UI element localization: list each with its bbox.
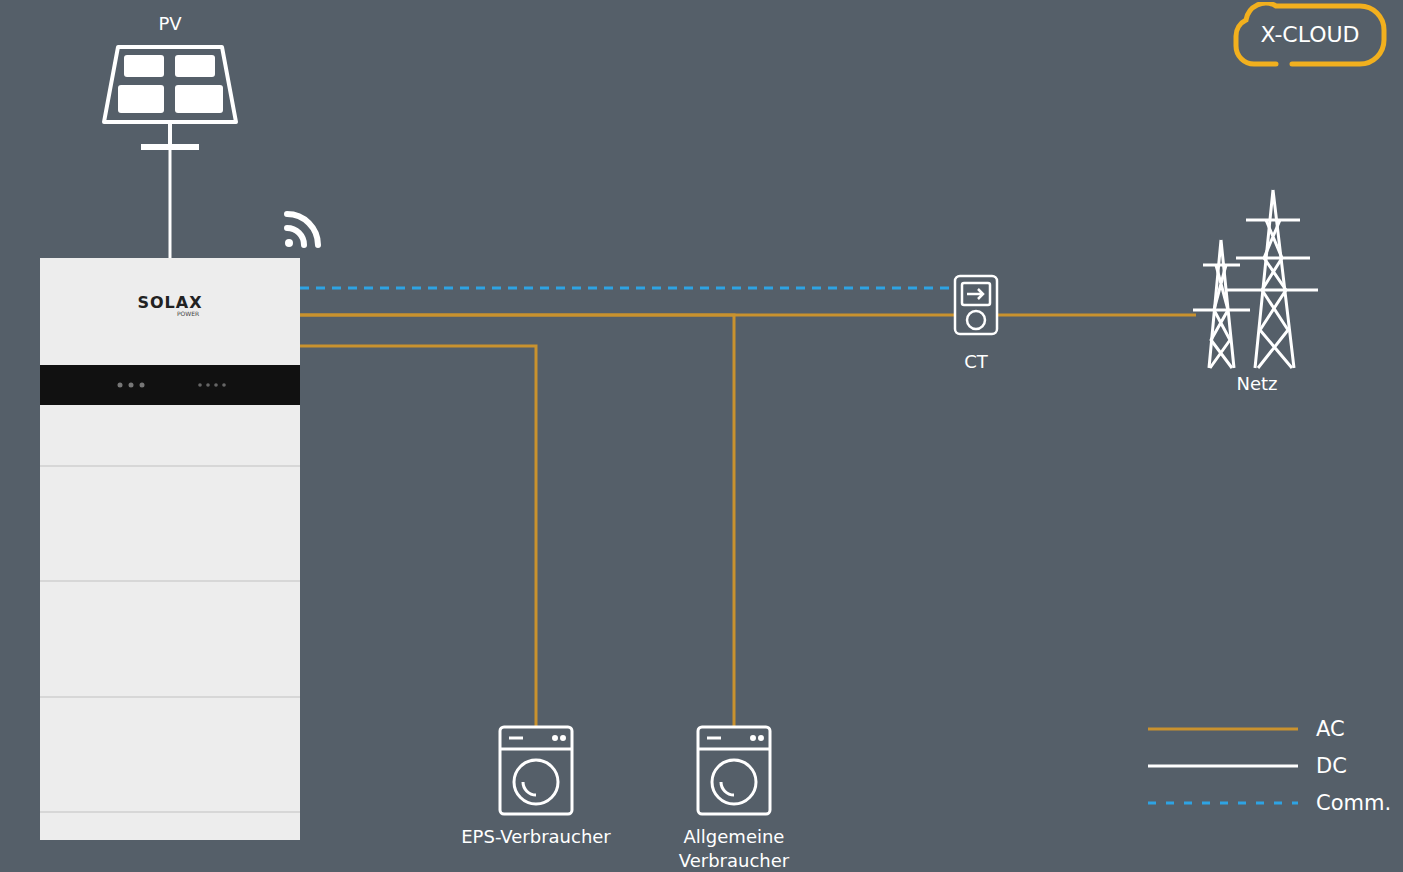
- connector-line: [300, 288, 955, 289]
- inverter-battery-stack: [40, 258, 300, 840]
- node-label: CT: [964, 350, 988, 374]
- node-label: SOLAX: [137, 294, 202, 312]
- legend-item: AC: [1146, 710, 1391, 747]
- legend-label: DC: [1316, 754, 1347, 778]
- washing-machine-icon: [698, 727, 770, 814]
- cloud-node: X-CLOUD: [1232, 2, 1388, 68]
- legend-item: DC: [1146, 747, 1391, 784]
- node-label: PV: [158, 12, 181, 36]
- node-label: Netz: [1236, 372, 1277, 396]
- consumer-node: EPS-Verbraucher: [446, 727, 626, 849]
- legend: AC DC Comm.: [1146, 710, 1391, 821]
- connector-line: [300, 315, 734, 727]
- pv-panel-icon: [104, 47, 236, 147]
- legend-label: Comm.: [1316, 791, 1391, 815]
- consumer-node: Allgemeine Verbraucher: [658, 727, 810, 872]
- node-label: X-CLOUD: [1260, 23, 1359, 47]
- connector-line: [300, 346, 536, 727]
- legend-line-sample: [1146, 761, 1300, 771]
- legend-item: Comm.: [1146, 784, 1391, 821]
- legend-label: AC: [1316, 717, 1345, 741]
- grid-towers-icon: [1193, 190, 1318, 368]
- legend-line-sample: [1146, 724, 1300, 734]
- ct-sensor-icon: [955, 276, 997, 334]
- legend-line-sample: [1146, 798, 1300, 808]
- wifi-icon: [285, 214, 318, 247]
- inverter-node: SOLAXPOWER: [40, 258, 300, 840]
- node-label: EPS-Verbraucher: [461, 825, 611, 849]
- pv-node: PV: [100, 12, 240, 152]
- grid-node: Netz: [1192, 188, 1322, 396]
- connector-line: [997, 315, 1196, 316]
- ct-node: CT: [955, 276, 997, 374]
- node-label: Allgemeine Verbraucher: [658, 825, 810, 872]
- washing-machine-icon: [500, 727, 572, 814]
- node-label: POWER: [177, 310, 199, 317]
- connector-line: [170, 148, 171, 258]
